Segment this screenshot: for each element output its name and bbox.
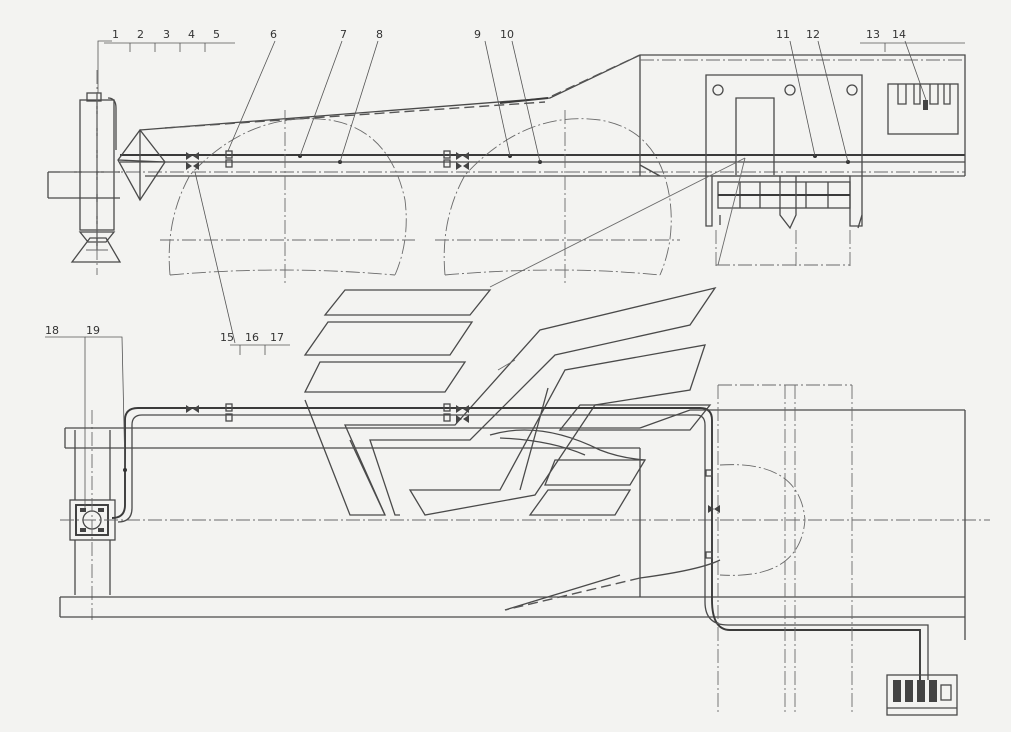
upper-bracket [705,74,863,268]
callout-16: 16 [245,331,259,344]
callout-14: 14 [892,28,906,41]
callout-5: 5 [213,28,220,41]
callout-19: 19 [86,324,100,337]
callout-13: 13 [866,28,880,41]
callout-7: 7 [340,28,347,41]
callout-4: 4 [188,28,195,41]
callout-10: 10 [500,28,514,41]
callout-11: 11 [776,28,790,41]
leader-lines [45,40,965,508]
callout-8: 8 [376,28,383,41]
callout-6: 6 [270,28,277,41]
plan-view [59,384,990,716]
valve-group-left [186,150,233,170]
valve-group-mid [443,150,469,170]
control-box [887,83,959,135]
callout-3: 3 [163,28,170,41]
callout-15: 15 [220,331,234,344]
callout-18: 18 [45,324,59,337]
callout-1: 1 [112,28,119,41]
callout-9: 9 [474,28,481,41]
callout-17: 17 [270,331,284,344]
callout-2: 2 [137,28,144,41]
side-elevation-view [47,54,966,285]
callout-12: 12 [806,28,820,41]
callout-labels: 1 2 3 4 5 6 7 8 9 10 11 12 13 14 15 16 1… [45,28,906,344]
multi-valve-block [886,674,958,716]
pipe-routing-detail [303,157,746,516]
